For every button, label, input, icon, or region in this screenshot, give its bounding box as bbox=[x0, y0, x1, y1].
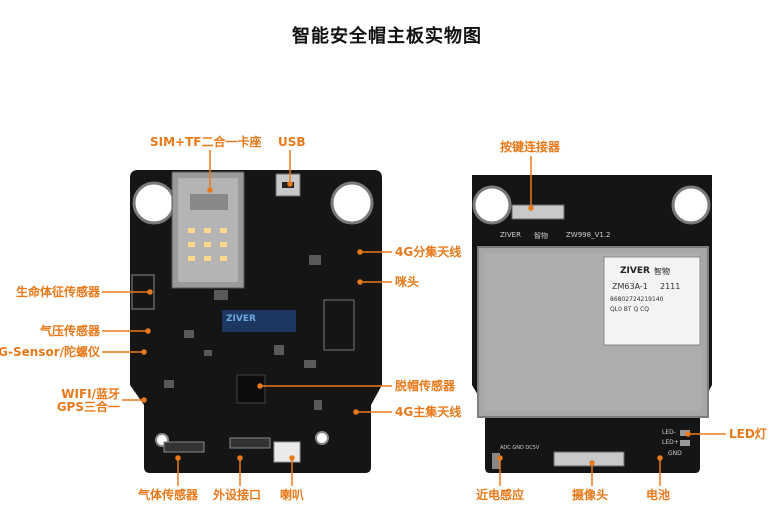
board-brand-back: ZIVER bbox=[500, 231, 521, 239]
label-wifi-bt: WIFI/蓝牙 bbox=[61, 387, 120, 401]
silk-led-minus: LED- bbox=[662, 429, 676, 436]
label-proximity-sensor: 近电感应 bbox=[476, 488, 525, 502]
module-brand-cn: 智物 bbox=[654, 267, 670, 276]
label-gsensor-gyro: G-Sensor/陀螺仪 bbox=[0, 345, 100, 359]
main-board-front bbox=[130, 170, 382, 473]
label-4g-diversity-antenna: 4G分集天线 bbox=[395, 245, 462, 259]
module-code-2: QL0 BT Q CQ bbox=[610, 306, 650, 313]
label-peripheral-port: 外设接口 bbox=[213, 488, 262, 502]
label-key-connector: 按键连接器 bbox=[500, 140, 561, 154]
label-battery: 电池 bbox=[646, 488, 671, 502]
module-brand: ZIVER bbox=[620, 266, 650, 276]
silk-gnd: GND bbox=[668, 450, 682, 457]
board-model-silk: ZW998_V1.2 bbox=[566, 231, 611, 239]
board-brand-cn: 智物 bbox=[534, 232, 548, 240]
label-gas-sensor: 气体传感器 bbox=[138, 488, 199, 502]
label-helmet-off-sensor: 脱帽传感器 bbox=[395, 379, 456, 393]
label-4g-main-antenna: 4G主集天线 bbox=[395, 405, 462, 419]
label-usb: USB bbox=[278, 135, 306, 149]
main-board-back bbox=[472, 175, 712, 473]
label-gps-combo: GPS三合一 bbox=[56, 400, 120, 414]
silk-led-plus: LED+ bbox=[662, 439, 679, 446]
label-microphone: 咪头 bbox=[395, 275, 420, 289]
page-title: 智能安全帽主板实物图 bbox=[292, 26, 482, 47]
module-code-1: 86802724219140 bbox=[610, 296, 664, 303]
label-sim-tf-slot: SIM+TF二合一卡座 bbox=[150, 135, 262, 149]
label-vital-sensor: 生命体征传感器 bbox=[15, 285, 100, 299]
module-model: ZM63A-1 bbox=[612, 282, 648, 291]
board-brand-silk: ZIVER bbox=[226, 314, 256, 324]
label-led: LED灯 bbox=[729, 427, 767, 441]
module-number: 2111 bbox=[660, 282, 681, 291]
label-pressure-sensor: 气压传感器 bbox=[39, 324, 100, 338]
silk-conn-pins: ADC GND DC5V bbox=[500, 445, 540, 451]
label-speaker: 喇叭 bbox=[280, 488, 305, 502]
label-camera: 摄像头 bbox=[572, 488, 609, 502]
